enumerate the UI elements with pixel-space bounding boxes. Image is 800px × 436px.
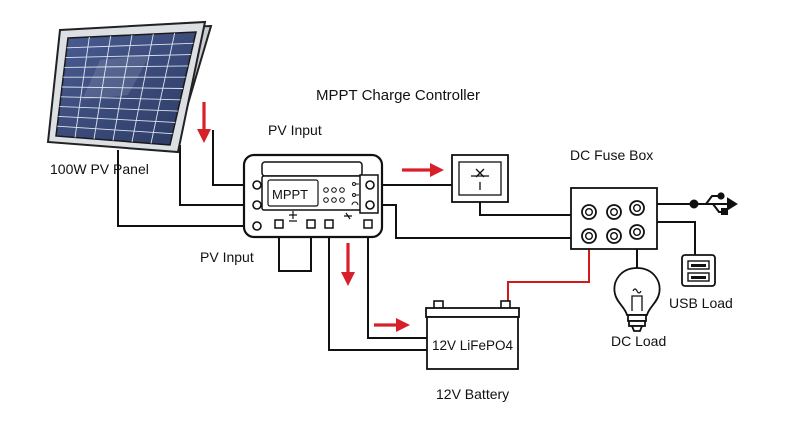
panel-label: 100W PV Panel	[50, 161, 149, 177]
breaker-switch	[451, 154, 509, 203]
battery-sense-wire	[367, 228, 430, 339]
controller-brand-label: MPPT	[272, 187, 308, 202]
pv-wire-2	[179, 145, 250, 206]
pv-wire-1	[212, 130, 250, 186]
fuse-to-usb-wire	[657, 221, 696, 255]
panel-grid-line	[58, 115, 176, 123]
arrow-right-breaker	[402, 163, 444, 177]
bottom-terminal-symbols	[289, 211, 352, 222]
bottom-terminals	[274, 219, 373, 229]
panel-grid-line	[57, 125, 173, 135]
usb-load-label: USB Load	[669, 295, 733, 311]
pv-input-terminals	[252, 180, 262, 231]
panel-grid-line	[59, 106, 178, 112]
usb-symbol-icon	[689, 192, 738, 215]
dc-load-label: DC Load	[611, 333, 666, 349]
usb-outlet-icon	[681, 254, 716, 287]
panel-grid-line	[60, 96, 181, 101]
panel-grid-line	[65, 54, 191, 59]
breaker-to-fuse-wire	[479, 202, 583, 216]
breaker-switch-icon	[471, 168, 489, 190]
battery-face-label: 12V LiFePO4	[432, 338, 514, 353]
terminal-symbols	[351, 182, 359, 206]
light-bulb-icon	[613, 267, 661, 332]
fuse-terminals	[581, 200, 645, 244]
panel-grid-line	[61, 86, 184, 89]
solar-panel	[46, 20, 213, 154]
dc-fuse-box	[570, 187, 658, 250]
panel-grid-line	[66, 42, 194, 49]
pv-input-label-bottom: PV Input	[200, 249, 254, 265]
pv-wire-3	[117, 150, 250, 227]
terminal-loop-wire	[278, 228, 312, 272]
arrow-right-battery	[374, 318, 410, 332]
arrow-down-controller	[341, 243, 355, 286]
arrow-down-panel	[197, 102, 211, 143]
panel-grid-line	[64, 65, 189, 68]
pv-input-label-top: PV Input	[268, 122, 322, 138]
mppt-controller	[242, 153, 384, 239]
fuse-box-label: DC Fuse Box	[570, 147, 653, 163]
title-label: MPPT Charge Controller	[316, 87, 480, 104]
red-arrow-icon	[197, 102, 444, 332]
battery	[425, 300, 520, 370]
battery-positive-wire	[507, 243, 590, 305]
battery-negative-wire	[328, 228, 430, 351]
controller-to-fuse-wire	[376, 204, 583, 239]
battery-label: 12V Battery	[436, 386, 509, 402]
output-terminals	[365, 180, 375, 210]
status-leds	[323, 187, 345, 203]
panel-cell-grid	[57, 32, 194, 144]
wires	[117, 130, 696, 351]
